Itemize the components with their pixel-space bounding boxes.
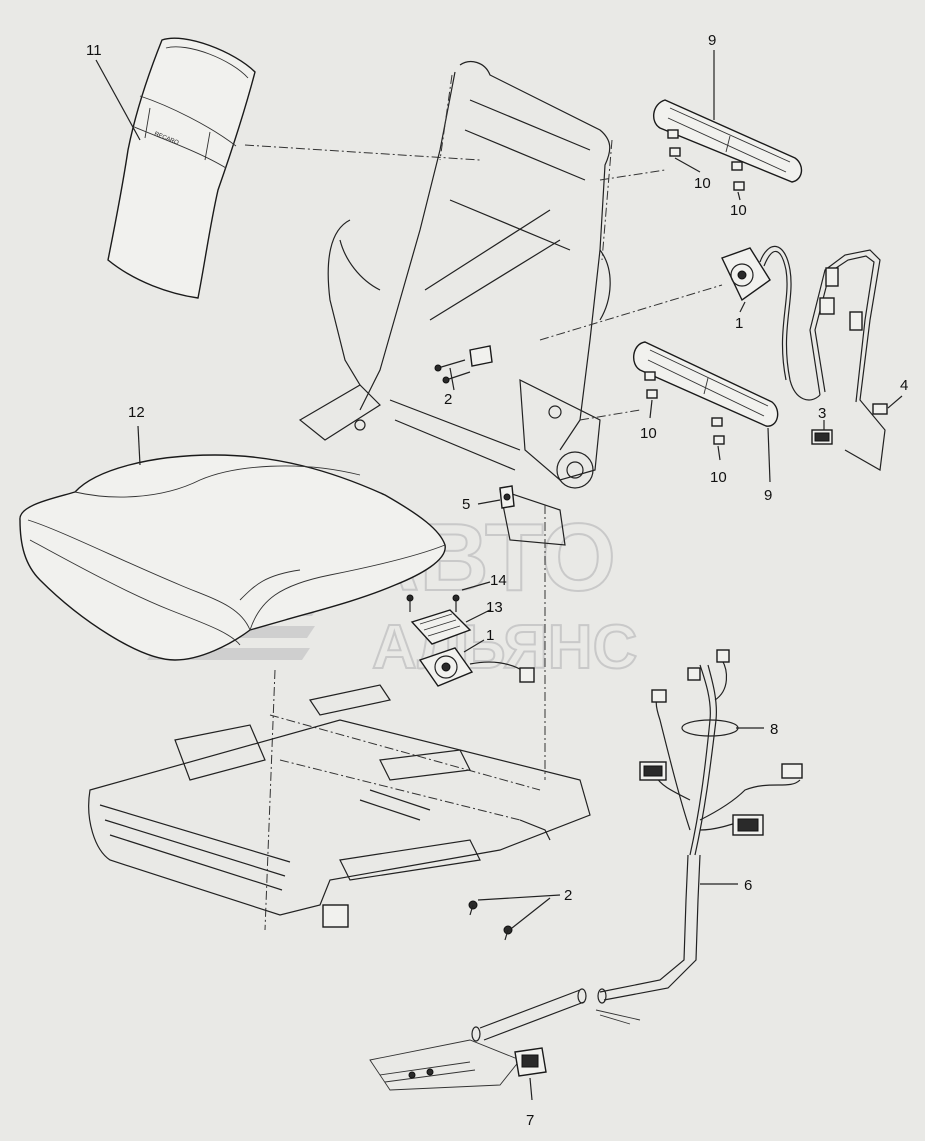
callout-leader-1-seat: [463, 639, 485, 653]
callout-leader-9-bottom: [767, 427, 771, 483]
fan-1-back: [721, 245, 821, 401]
watermark-line2: АЛЬЯНС: [372, 613, 637, 682]
callout-2-back: 2: [444, 391, 452, 408]
callout-1-seat: 1: [486, 627, 494, 644]
callout-leader-5: [477, 499, 501, 505]
backrest-frame: [298, 61, 613, 546]
connector-4: [872, 403, 888, 415]
clip-10-group-top: [667, 129, 745, 191]
callout-7: 7: [526, 1112, 534, 1129]
callout-5: 5: [462, 496, 470, 513]
callout-leader-2-base-a: [477, 894, 561, 901]
leader-fan-back: [539, 284, 723, 341]
callout-leader-14: [461, 581, 491, 591]
fan-1-seat: [418, 647, 535, 687]
seat-base-frame: [88, 505, 591, 931]
screws-2-base: [468, 900, 513, 941]
callout-leader-2-base-b: [511, 897, 551, 929]
screws-2-back: [434, 345, 493, 384]
clip-10-group-bottom: [644, 371, 725, 445]
callout-leader-10-c: [649, 399, 653, 419]
callout-2-base: 2: [564, 887, 572, 904]
callout-leader-4: [887, 395, 903, 409]
callout-13: 13: [486, 599, 503, 616]
callout-4: 4: [900, 377, 908, 394]
trim-strip-9-top: [653, 99, 803, 183]
cable-6: [471, 854, 701, 1042]
callout-6: 6: [744, 877, 752, 894]
callout-leader-10-d: [717, 445, 721, 461]
wire-harness-back: [809, 249, 886, 471]
callout-3: 3: [818, 405, 826, 422]
callout-9-bottom: 9: [764, 487, 772, 504]
connector-3: [811, 429, 833, 445]
callout-12: 12: [128, 404, 145, 421]
connector-7: [369, 1039, 547, 1091]
backrest-cushion-part: RECARO: [107, 37, 256, 299]
bracket-5: [499, 485, 515, 509]
callout-8: 8: [770, 721, 778, 738]
leader-strip-top: [599, 169, 666, 181]
callout-9-top: 9: [708, 32, 716, 49]
callout-leader-10-a: [674, 157, 701, 173]
callout-10-c: 10: [640, 425, 657, 442]
screws-14: [406, 594, 460, 612]
callout-leader-13: [465, 609, 491, 623]
leader-strip-bottom: [579, 409, 641, 421]
callout-11: 11: [86, 42, 102, 59]
callout-leader-7: [529, 1077, 533, 1101]
callout-leader-1-back: [739, 301, 746, 313]
callout-leader-12: [137, 425, 141, 466]
callout-leader-2-back: [449, 367, 455, 391]
trim-strip-9-bottom: [633, 341, 779, 427]
callout-10-b: 10: [730, 202, 747, 219]
fan-grille-13: [410, 609, 472, 645]
wire-harness-8: [639, 649, 803, 856]
callout-14: 14: [490, 572, 507, 589]
leader-cushion-to-frame: [244, 144, 481, 161]
callout-leader-10-b: [737, 191, 741, 201]
callout-10-a: 10: [694, 175, 711, 192]
callout-1-back: 1: [735, 315, 743, 332]
callout-10-d: 10: [710, 469, 727, 486]
callout-leader-11: [95, 59, 141, 141]
